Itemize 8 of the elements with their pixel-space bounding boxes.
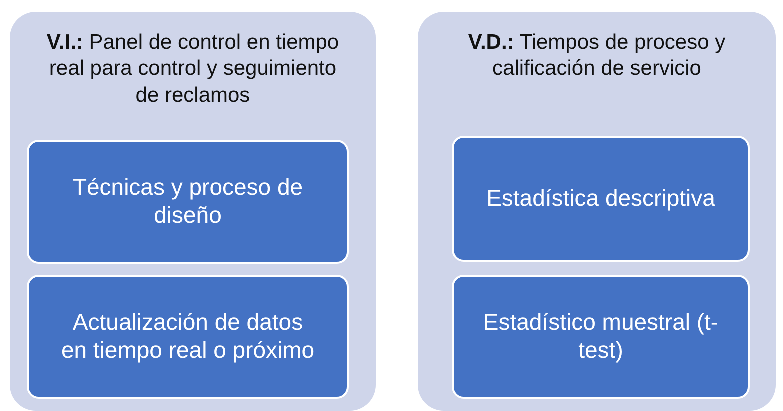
- panel-heading: V.I.: Panel de control en tiempo real para control y seguimiento de reclamos: [46, 30, 340, 108]
- process-box: Estadística descriptiva: [452, 136, 750, 262]
- group-panel: [418, 12, 776, 411]
- process-box: Actualización de datos en tiempo real o próximo: [27, 275, 349, 399]
- process-box: Estadístico muestral (t-test): [452, 275, 750, 399]
- process-box: Técnicas y proceso de diseño: [27, 140, 349, 264]
- group-panel: [10, 12, 376, 411]
- panel-heading: V.D.: Tiempos de proceso y calificación de servicio: [467, 30, 727, 82]
